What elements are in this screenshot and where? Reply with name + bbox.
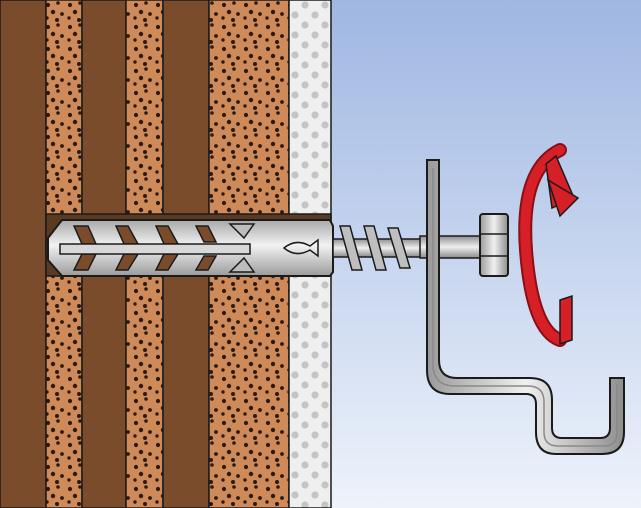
fish-logo-icon [282,238,319,258]
brick-web [0,0,47,508]
hex-nut [479,213,509,277]
rotation-arrow-icon [518,143,580,347]
wall-plug [47,219,334,277]
hook-bracket [426,159,625,455]
